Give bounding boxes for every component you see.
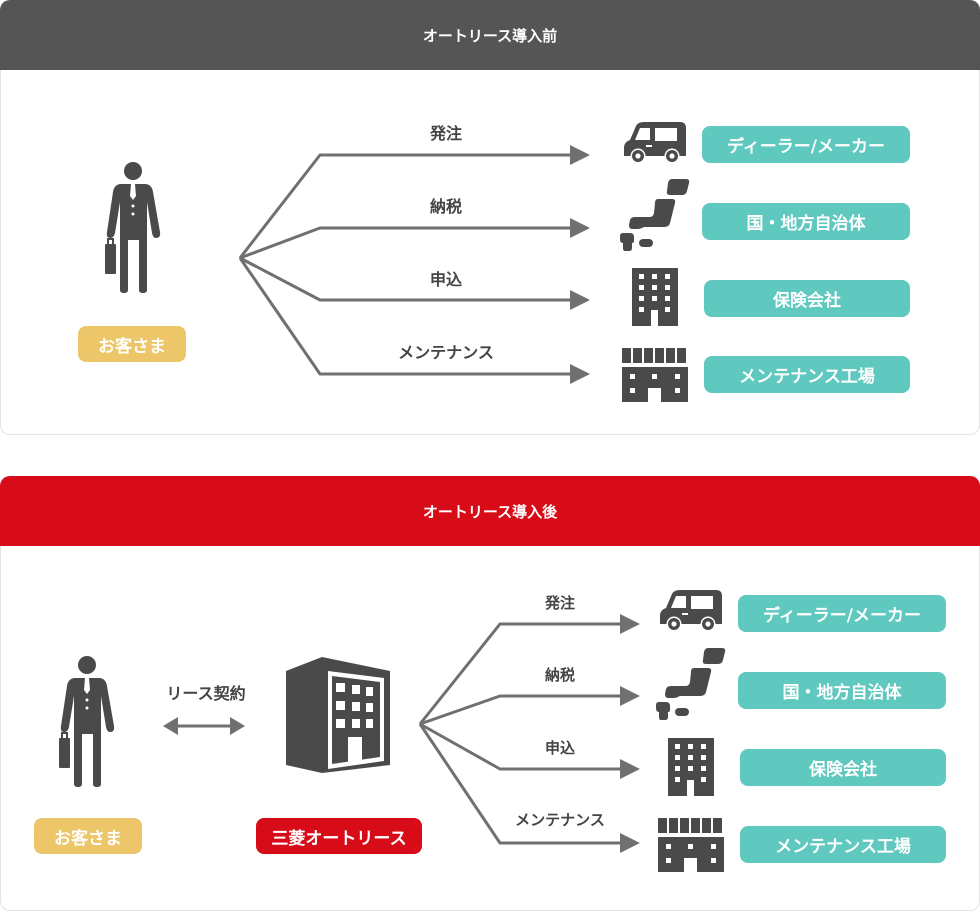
japan-map-icon: [656, 648, 726, 720]
van-icon: [624, 122, 686, 164]
target-insurance: 保険会社: [740, 749, 946, 786]
flow-label-tax: 納税: [544, 666, 576, 684]
after-panel: オートリース導入後 お客さま リース契約 三菱オートリース 発注 納税 申込 メ…: [0, 476, 980, 914]
after-title: オートリース導入後: [422, 502, 558, 521]
target-dealer: ディーラー/メーカー: [702, 126, 910, 163]
target-maintenance-shop: メンテナンス工場: [740, 826, 946, 863]
flow-label-order: 発注: [544, 594, 576, 612]
target-government: 国・地方自治体: [702, 203, 910, 240]
customer-badge: お客さま: [34, 818, 142, 854]
flow-label-apply: 申込: [544, 739, 576, 757]
double-arrow-icon: [163, 717, 245, 735]
flow-label-maintenance: メンテナンス: [515, 811, 605, 829]
flow-arrows: [238, 145, 590, 384]
factory-icon: [622, 348, 688, 402]
company-badge: 三菱オートリース: [256, 818, 422, 854]
after-header: オートリース導入後: [0, 476, 980, 546]
before-header: オートリース導入前: [0, 0, 980, 70]
before-title: オートリース導入前: [422, 26, 558, 45]
flow-label-apply: 申込: [429, 270, 463, 289]
target-dealer: ディーラー/メーカー: [738, 595, 946, 632]
lease-contract-label: リース契約: [166, 684, 246, 703]
before-panel: オートリース導入前 お客さま 発注 納税 申込 メンテナンス ディーラー/メーカ…: [0, 0, 980, 436]
flow-label-order: 発注: [429, 124, 463, 143]
target-insurance: 保険会社: [704, 280, 910, 317]
target-maintenance-shop: メンテナンス工場: [704, 356, 910, 393]
office-building-icon: [668, 738, 714, 796]
flow-label-maintenance: メンテナンス: [398, 343, 494, 362]
flow-arrows: [418, 614, 640, 853]
flow-label-tax: 納税: [429, 197, 463, 216]
factory-icon: [658, 818, 724, 872]
target-government: 国・地方自治体: [738, 672, 946, 709]
office-building-icon: [632, 268, 678, 326]
japan-map-icon: [620, 179, 690, 251]
customer-badge: お客さま: [78, 326, 186, 362]
van-icon: [660, 590, 722, 632]
